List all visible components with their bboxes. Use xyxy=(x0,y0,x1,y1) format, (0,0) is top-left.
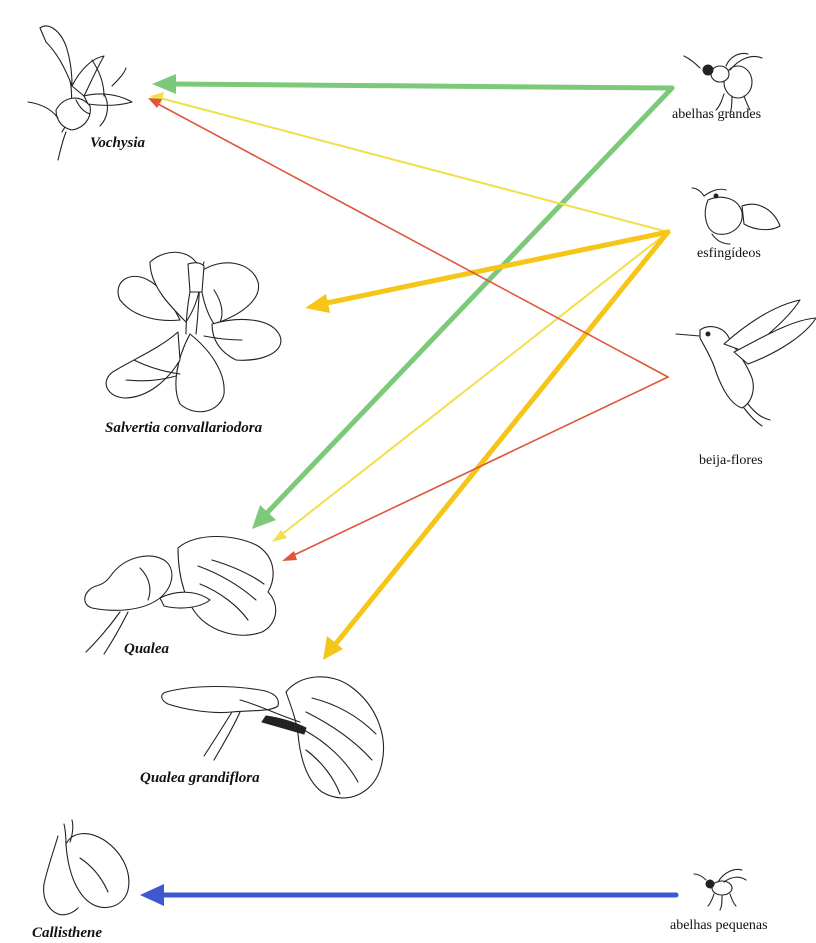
small-bee-drawing xyxy=(694,870,746,911)
label-vochysia: Vochysia xyxy=(90,135,146,151)
pollinator-large-bees: abelhas grandes xyxy=(672,54,762,123)
arrow-hummingbirds-to-qualea xyxy=(282,377,668,561)
arrow-hawkmoths-to-qualea xyxy=(272,232,668,542)
arrow-large-bees-to-vochysia xyxy=(152,74,672,94)
pollinator-hummingbirds: beija-flores xyxy=(676,300,816,468)
large-bee-drawing xyxy=(684,54,762,115)
callisthene-flower-drawing xyxy=(44,820,129,915)
label-qualea: Qualea xyxy=(124,641,170,657)
qualea-flower-drawing xyxy=(85,537,276,655)
arrow-small-bees-to-callisthene xyxy=(140,884,676,906)
pollinator-small-bees: abelhas pequenas xyxy=(670,870,768,934)
label-large-bees: abelhas grandes xyxy=(672,107,761,122)
pollinator-hawkmoths: esfingídeos xyxy=(692,188,780,261)
plant-vochysia: Vochysia xyxy=(28,26,146,160)
label-small-bees: abelhas pequenas xyxy=(670,918,768,933)
arrow-hawkmoths-to-qualea-grandiflora xyxy=(323,232,668,660)
hawkmoth-drawing xyxy=(692,188,780,244)
label-hummingbirds: beija-flores xyxy=(699,453,763,468)
label-callisthene: Callisthene xyxy=(32,925,102,941)
plant-callisthene: Callisthene xyxy=(32,820,129,941)
plant-qualea-grandiflora: Qualea grandiflora xyxy=(140,677,383,798)
label-qualea-grandiflora: Qualea grandiflora xyxy=(140,770,260,786)
salvertia-flower-drawing xyxy=(106,252,281,411)
hummingbird-drawing xyxy=(676,300,816,426)
plant-salvertia: Salvertia convallariodora xyxy=(105,252,281,436)
label-salvertia: Salvertia convallariodora xyxy=(105,420,263,436)
arrow-hawkmoths-to-vochysia xyxy=(150,92,668,232)
label-hawkmoths: esfingídeos xyxy=(697,246,761,261)
plant-qualea: Qualea xyxy=(85,537,276,658)
